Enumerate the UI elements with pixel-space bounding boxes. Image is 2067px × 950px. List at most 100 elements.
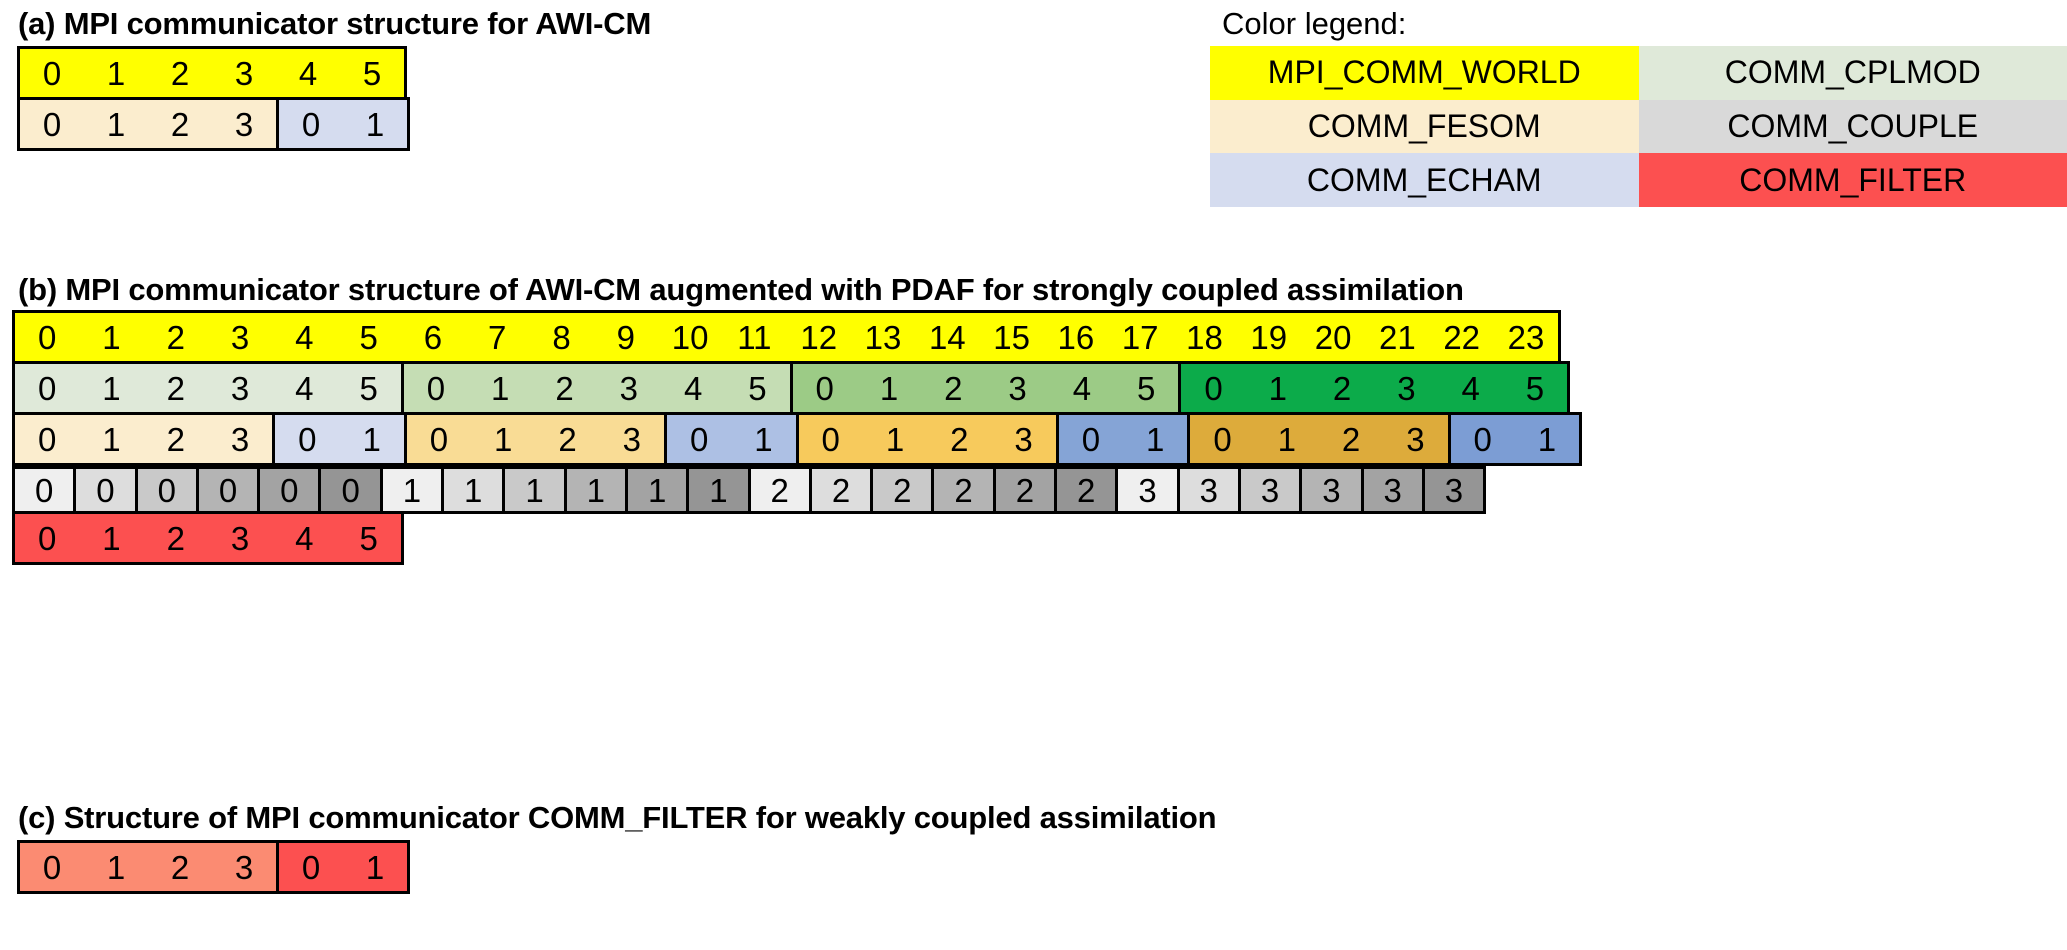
rank-cell: 1 [365,105,385,143]
rank-cell: 4 [1072,369,1092,407]
rank-cell: 1 [102,519,121,557]
rank-cell: 0 [821,420,840,458]
rank-cell: 7 [488,318,507,356]
rank-cell: 1 [379,466,445,514]
rank-cell: 2 [170,848,190,886]
rank-cell: 3 [622,420,641,458]
rank-cell: 1 [102,369,121,407]
legend-heading: Color legend: [1222,6,1407,41]
rank-cell: 1 [1146,420,1165,458]
rank-cell: 2 [747,466,812,514]
rank-cell: 13 [864,318,902,356]
rank-cell: 1 [106,54,126,92]
rank-cell: 5 [1525,369,1545,407]
rank-cell: 17 [1121,318,1159,356]
legend-item-comm_couple: COMM_COUPLE [1638,99,2067,154]
rank-cell: 3 [234,848,254,886]
rank-cell: 0 [195,466,261,514]
rank-cell: 4 [295,519,314,557]
rank-cell: 1 [686,466,751,514]
rank-cell: 2 [1341,420,1361,458]
rank-cell: 5 [1137,369,1156,407]
rank-cell: 1 [563,466,628,514]
rank-cell: 3 [234,54,254,92]
panel-b-title: (b) MPI communicator structure of AWI-CM… [18,272,1464,307]
panel-a-title: (a) MPI communicator structure for AWI-C… [18,6,652,41]
rank-cell: 3 [1397,369,1416,407]
rank-cell: 23 [1507,318,1545,356]
rank-cell: 1 [441,466,506,514]
rank-cell: 1 [106,848,126,886]
rank-cell: 0 [429,420,449,458]
rank-cell: 4 [295,318,314,356]
rank-cell: 0 [1473,420,1492,458]
rank-cell: 3 [230,420,250,458]
rank-cell: 4 [298,54,318,92]
rank-cell: 3 [230,519,250,557]
legend-item-comm_echam: COMM_ECHAM [1210,153,1639,207]
rank-cell: 2 [170,105,190,143]
rank-cell: 0 [42,105,62,143]
rank-cell: 3 [619,369,638,407]
rank-cell: 19 [1250,318,1288,356]
rank-cell: 3 [1014,420,1033,458]
rank-cell: 1 [1277,420,1296,458]
rank-cell: 20 [1314,318,1352,356]
rank-cell: 0 [73,466,138,514]
rank-cell: 0 [426,369,446,407]
rank-cell: 2 [166,318,185,356]
rank-cell: 3 [230,318,250,356]
rank-cell: 2 [870,466,935,514]
rank-cell: 8 [552,318,571,356]
legend-item-comm_cplmod: COMM_CPLMOD [1638,46,2067,100]
rank-cell: 1 [754,420,773,458]
rank-cell: 9 [616,318,635,356]
rank-cell: 1 [102,420,121,458]
rank-cell: 2 [166,369,185,407]
rank-cell: 0 [37,420,57,458]
rank-cell: 0 [301,105,321,143]
rank-cell: 5 [359,369,378,407]
rank-cell: 18 [1186,318,1223,356]
rank-cell: 4 [295,369,314,407]
rank-cell: 3 [230,369,250,407]
rank-cell: 0 [257,466,322,514]
rank-cell: 2 [166,519,185,557]
rank-cell: 0 [42,54,62,92]
rank-cell: 1 [502,466,567,514]
rank-cell: 0 [37,318,57,356]
rank-cell: 3 [1237,466,1303,514]
rank-cell: 1 [1537,420,1557,458]
rank-cell: 2 [944,369,963,407]
rank-cell: 0 [689,420,709,458]
rank-cell: 3 [1115,466,1180,514]
rank-cell: 2 [166,420,185,458]
rank-cell: 1 [102,318,121,356]
rank-cell: 12 [800,318,838,356]
rank-cell: 5 [362,54,382,92]
rank-cell: 11 [737,318,772,356]
rank-cell: 2 [992,466,1058,514]
rank-cell: 0 [298,420,317,458]
